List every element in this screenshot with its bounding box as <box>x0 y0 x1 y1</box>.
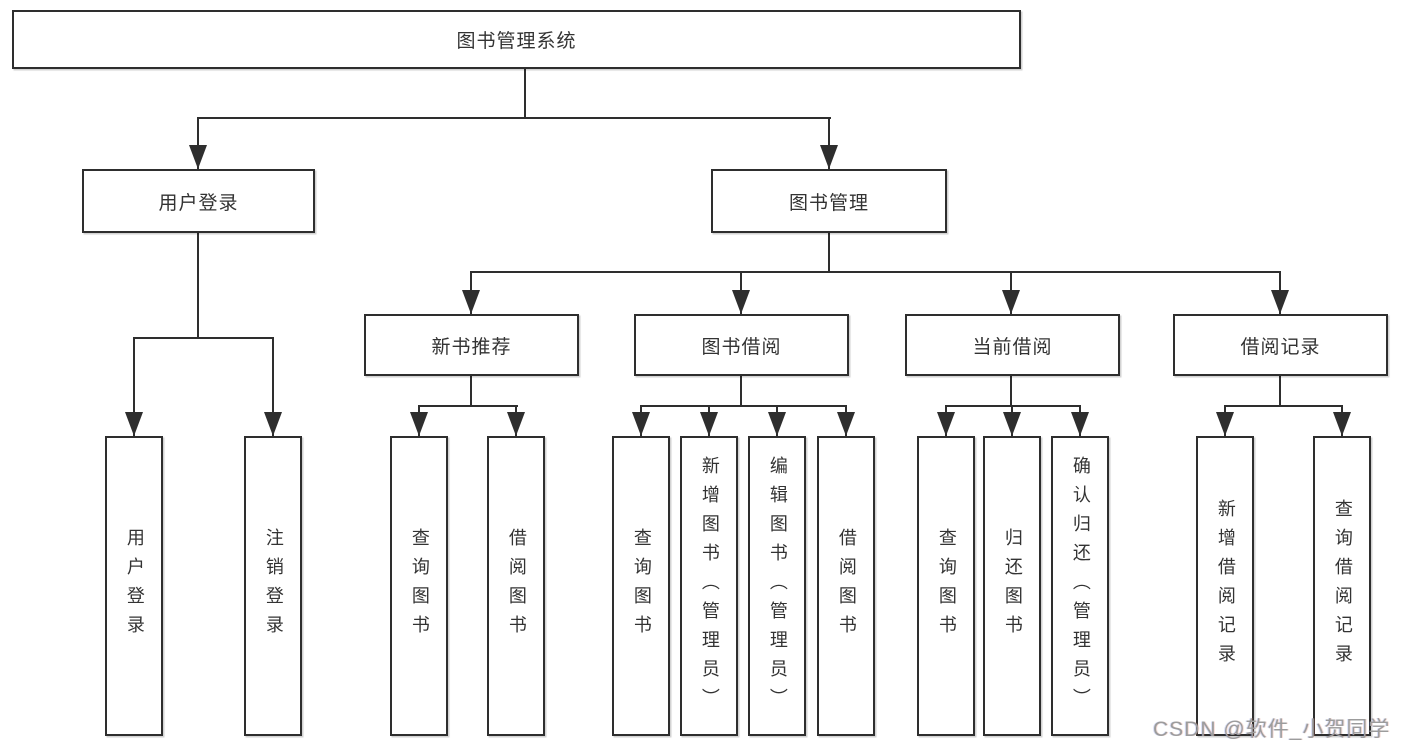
node-label: 新书推荐 <box>431 336 512 358</box>
leaf-cb-query-books: 查询图书 <box>917 436 975 736</box>
arrowhead-borrowing-records <box>1271 290 1289 314</box>
leaf-label: 查询借阅记录 <box>1332 499 1353 673</box>
connector-cb-branch-line <box>945 405 1081 407</box>
connector-bb-drop <box>740 376 742 406</box>
node-borrowing-records: 借阅记录 <box>1173 314 1388 376</box>
connector-root-branch-line <box>197 117 831 119</box>
node-new-book-recommend: 新书推荐 <box>364 314 579 376</box>
leaf-label: 新增图书（管理员） <box>699 455 720 717</box>
connector-stem-leaf-logout <box>272 337 274 436</box>
node-label: 当前借阅 <box>972 336 1053 358</box>
connector-bb-branch-line <box>640 405 847 407</box>
node-label: 用户登录 <box>158 192 239 214</box>
connector-root-drop <box>524 69 526 118</box>
arrowhead-nbr-query <box>410 412 428 436</box>
csdn-watermark: CSDN @软件_小贺同学 <box>1153 718 1391 741</box>
connector-br-drop <box>1279 376 1281 406</box>
node-label: 图书借阅 <box>701 336 782 358</box>
arrowhead-bb-borrow <box>837 412 855 436</box>
connector-book-management-branch-line <box>470 271 1281 273</box>
connector-nbr-branch-line <box>418 405 518 407</box>
arrowhead-br-query <box>1333 412 1351 436</box>
arrowhead-bb-query <box>632 412 650 436</box>
arrowhead-user-login <box>189 145 207 169</box>
leaf-nbr-query-books: 查询图书 <box>390 436 448 736</box>
node-current-borrowing: 当前借阅 <box>905 314 1120 376</box>
leaf-bb-edit-books-admin: 编辑图书（管理员） <box>748 436 806 736</box>
leaf-logout: 注销登录 <box>244 436 302 736</box>
node-label: 图书管理 <box>788 192 869 214</box>
leaf-nbr-borrow-books: 借阅图书 <box>487 436 545 736</box>
leaf-label: 用户登录 <box>124 528 145 644</box>
connector-stem-user-login <box>197 117 199 169</box>
arrowhead-leaf-logout <box>264 412 282 436</box>
leaf-cb-return-books: 归还图书 <box>983 436 1041 736</box>
arrowhead-new-book-recommend <box>462 290 480 314</box>
connector-nbr-drop <box>470 376 472 406</box>
leaf-bb-add-books-admin: 新增图书（管理员） <box>680 436 738 736</box>
leaf-label: 查询图书 <box>936 528 957 644</box>
leaf-label: 借阅图书 <box>506 528 527 644</box>
leaf-label: 注销登录 <box>263 528 284 644</box>
node-label: 借阅记录 <box>1240 336 1321 358</box>
arrowhead-br-add <box>1216 412 1234 436</box>
connector-user-login-drop <box>197 233 199 338</box>
leaf-br-query-record: 查询借阅记录 <box>1313 436 1371 736</box>
arrowhead-cb-return <box>1003 412 1021 436</box>
arrowhead-bb-add <box>700 412 718 436</box>
arrowhead-bb-edit <box>768 412 786 436</box>
leaf-label: 新增借阅记录 <box>1215 499 1236 673</box>
node-book-borrowing: 图书借阅 <box>634 314 849 376</box>
node-label: 图书管理系统 <box>456 31 577 52</box>
arrowhead-leaf-login <box>125 412 143 436</box>
leaf-bb-query-books: 查询图书 <box>612 436 670 736</box>
arrowhead-current-borrowing <box>1002 290 1020 314</box>
connector-user-login-branch-line <box>133 337 274 339</box>
arrowhead-cb-confirm <box>1071 412 1089 436</box>
leaf-user-login: 用户登录 <box>105 436 163 736</box>
leaf-label: 借阅图书 <box>836 528 857 644</box>
leaf-br-add-record: 新增借阅记录 <box>1196 436 1254 736</box>
leaf-label: 归还图书 <box>1002 528 1023 644</box>
arrowhead-book-management <box>820 145 838 169</box>
node-book-management: 图书管理 <box>711 169 947 233</box>
node-user-login: 用户登录 <box>82 169 315 233</box>
connector-book-management-drop <box>828 233 830 273</box>
connector-stem-book-management <box>828 117 830 169</box>
connector-cb-drop <box>1010 376 1012 406</box>
leaf-label: 确认归还（管理员） <box>1070 455 1091 717</box>
leaf-cb-confirm-return-admin: 确认归还（管理员） <box>1051 436 1109 736</box>
arrowhead-book-borrowing <box>732 290 750 314</box>
leaf-bb-borrow-books: 借阅图书 <box>817 436 875 736</box>
connector-stem-leaf-login <box>133 337 135 436</box>
leaf-label: 编辑图书（管理员） <box>767 455 788 717</box>
arrowhead-cb-query <box>937 412 955 436</box>
leaf-label: 查询图书 <box>409 528 430 644</box>
arrowhead-nbr-borrow <box>507 412 525 436</box>
node-library-management-system: 图书管理系统 <box>12 10 1021 69</box>
leaf-label: 查询图书 <box>631 528 652 644</box>
connector-br-branch-line <box>1224 405 1343 407</box>
